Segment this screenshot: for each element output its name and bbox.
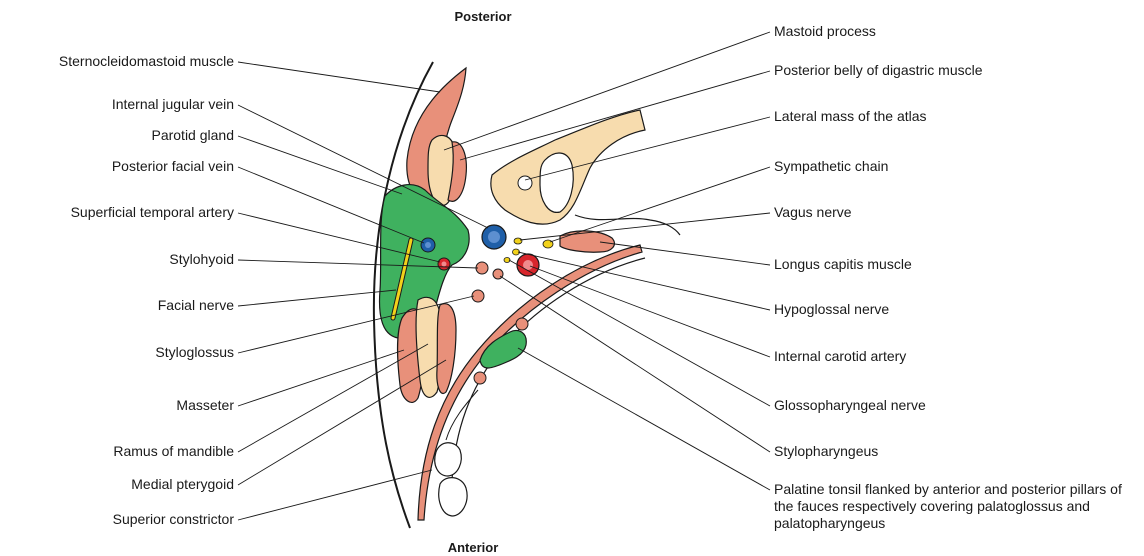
label-superficial-temporal-artery: Superficial temporal artery <box>71 204 234 221</box>
label-posterior-facial-vein: Posterior facial vein <box>112 158 234 175</box>
label-facial-nerve: Facial nerve <box>158 297 234 314</box>
label-longus-capitis: Longus capitis muscle <box>774 256 912 273</box>
label-superior-constrictor: Superior constrictor <box>113 511 234 528</box>
label-mastoid-process: Mastoid process <box>774 23 876 40</box>
label-stylohyoid: Stylohyoid <box>169 251 234 268</box>
longus-capitis-shape <box>560 231 614 252</box>
orientation-top-label: Posterior <box>423 9 543 24</box>
posterior-pillar <box>516 318 528 330</box>
label-stylopharyngeus: Stylopharyngeus <box>774 443 878 460</box>
label-internal-jugular-vein: Internal jugular vein <box>112 96 234 113</box>
internal-jugular-vein-lumen <box>488 231 500 243</box>
label-vagus-nerve: Vagus nerve <box>774 204 852 221</box>
label-sympathetic-chain: Sympathetic chain <box>774 158 888 175</box>
anterior-pillar <box>474 372 486 384</box>
vagus-nerve <box>514 238 522 244</box>
label-sternocleidomastoid: Sternocleidomastoid muscle <box>59 53 234 70</box>
label-styloglossus: Styloglossus <box>155 344 234 361</box>
label-palatine-tonsil: Palatine tonsil flanked by anterior and … <box>774 481 1140 532</box>
posterior-facial-vein-lumen <box>425 242 431 248</box>
atlas-foramen <box>518 176 532 190</box>
label-lateral-mass-atlas: Lateral mass of the atlas <box>774 108 927 125</box>
label-glossopharyngeal-nerve: Glossopharyngeal nerve <box>774 397 926 414</box>
upper-tooth <box>435 443 462 476</box>
label-internal-carotid-artery: Internal carotid artery <box>774 348 906 365</box>
label-masseter: Masseter <box>176 397 234 414</box>
label-hypoglossal-nerve: Hypoglossal nerve <box>774 301 889 318</box>
label-medial-pterygoid: Medial pterygoid <box>131 476 234 493</box>
label-ramus-of-mandible: Ramus of mandible <box>113 443 234 460</box>
label-parotid-gland: Parotid gland <box>151 127 234 144</box>
medial-pterygoid-shape <box>437 304 456 394</box>
label-posterior-belly-digastric: Posterior belly of digastric muscle <box>774 62 983 79</box>
superficial-temporal-artery-lumen <box>442 262 447 267</box>
orientation-bottom-label: Anterior <box>413 540 533 555</box>
lower-tooth <box>439 478 467 516</box>
